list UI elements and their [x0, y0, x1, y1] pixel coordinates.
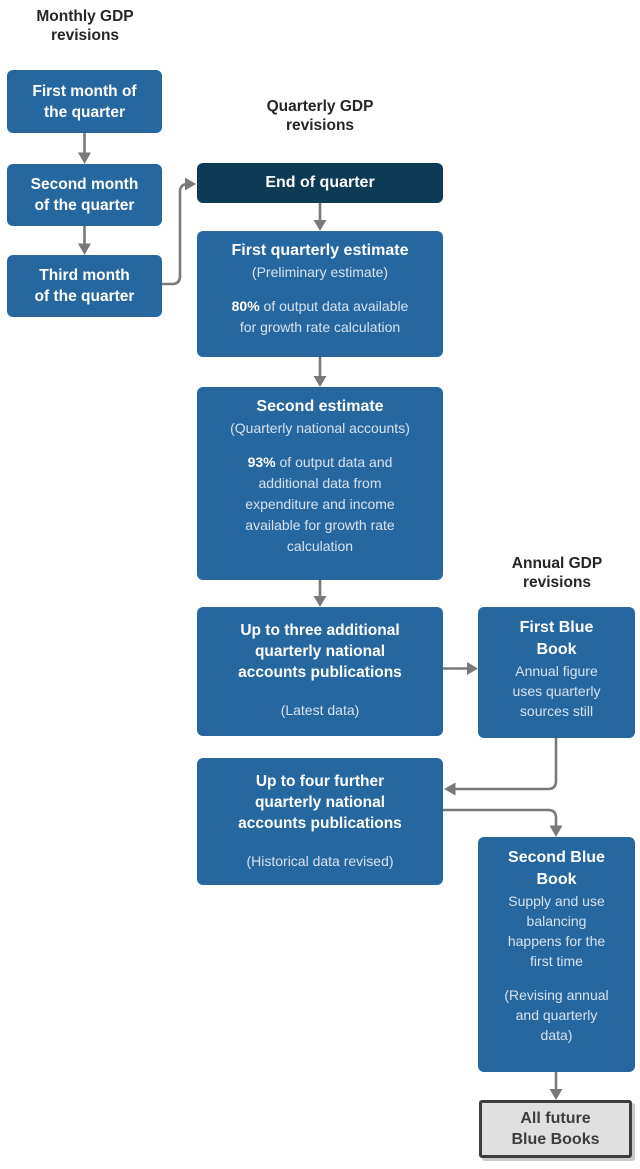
second-blue-book-note: (Revising annual and quarterly data)	[504, 987, 609, 1043]
arrowhead-month3-to-end-of-quarter	[185, 177, 196, 191]
arrowhead-first-blue-book-to-four-further	[444, 782, 456, 796]
all-future-blue-books-label: All future Blue Books	[511, 1110, 600, 1148]
end-of-quarter-box: End of quarter	[197, 163, 443, 203]
first-blue-book-body: Annual figure uses quarterly sources sti…	[512, 663, 601, 719]
third-month-label: Third month of the quarter	[34, 267, 135, 305]
first-estimate-body-text: of output data available for growth rate…	[239, 298, 409, 335]
arrowhead-three-additional-to-first-blue-book	[467, 662, 478, 675]
three-additional-publications-note: (Latest data)	[280, 702, 360, 718]
first-month-box: First month of the quarter	[7, 70, 162, 133]
second-estimate-box: Second estimate (Quarterly national acco…	[197, 387, 443, 580]
second-estimate-stat: 93%	[247, 454, 276, 470]
four-further-publications-note: (Historical data revised)	[246, 853, 394, 869]
arrowhead-end-to-first-estimate	[313, 220, 327, 231]
first-month-label: First month of the quarter	[32, 82, 137, 121]
first-quarterly-estimate-subtitle: (Preliminary estimate)	[251, 264, 389, 280]
first-blue-book-box: First Blue Book Annual figure uses quart…	[478, 607, 635, 738]
second-estimate-body: 93% of output data and additional data f…	[211, 452, 429, 557]
arrowhead-second-blue-book-to-all-future	[549, 1089, 563, 1100]
first-quarterly-estimate-title: First quarterly estimate	[231, 242, 409, 259]
first-estimate-stat: 80%	[231, 298, 260, 314]
second-blue-book-title: Second Blue Book	[508, 849, 605, 888]
first-quarterly-estimate-body: 80% of output data available for growth …	[211, 296, 429, 338]
quarterly-gdp-revisions-heading: Quarterly GDP revisions	[266, 98, 374, 134]
second-blue-book-body: Supply and use balancing happens for the…	[507, 893, 606, 969]
all-future-blue-books-box: All future Blue Books	[479, 1100, 632, 1158]
four-further-publications-title: Up to four further quarterly national ac…	[238, 773, 402, 832]
first-blue-book-title: First Blue Book	[519, 619, 594, 658]
second-blue-book-box: Second Blue Book Supply and use balancin…	[478, 837, 635, 1072]
four-further-publications-box: Up to four further quarterly national ac…	[197, 758, 443, 885]
three-additional-publications-title: Up to three additional quarterly nationa…	[238, 622, 402, 681]
arrowhead-second-to-three-additional	[313, 596, 327, 607]
arrowhead-month2-to-month3	[78, 243, 91, 255]
second-estimate-subtitle: (Quarterly national accounts)	[230, 420, 410, 436]
arrow-month3-to-end-of-quarter	[162, 182, 189, 286]
arrowhead-month1-to-month2	[78, 152, 91, 164]
arrowhead-first-to-second-estimate	[313, 376, 327, 387]
three-additional-publications-box: Up to three additional quarterly nationa…	[197, 607, 443, 736]
second-month-label: Second month of the quarter	[30, 176, 139, 214]
arrow-first-blue-book-to-four-further	[455, 738, 558, 791]
first-quarterly-estimate-box: First quarterly estimate (Preliminary es…	[197, 231, 443, 357]
second-estimate-title: Second estimate	[256, 398, 384, 415]
end-of-quarter-label: End of quarter	[265, 174, 375, 191]
arrow-four-further-to-second-blue-book	[443, 808, 558, 826]
annual-gdp-revisions-heading: Annual GDP revisions	[511, 555, 603, 591]
arrowhead-four-further-to-second-blue-book	[549, 825, 563, 837]
monthly-gdp-revisions-heading: Monthly GDP revisions	[36, 8, 134, 44]
second-month-box: Second month of the quarter	[7, 164, 162, 226]
second-estimate-body-text: of output data and additional data from …	[245, 454, 395, 554]
third-month-box: Third month of the quarter	[7, 255, 162, 317]
